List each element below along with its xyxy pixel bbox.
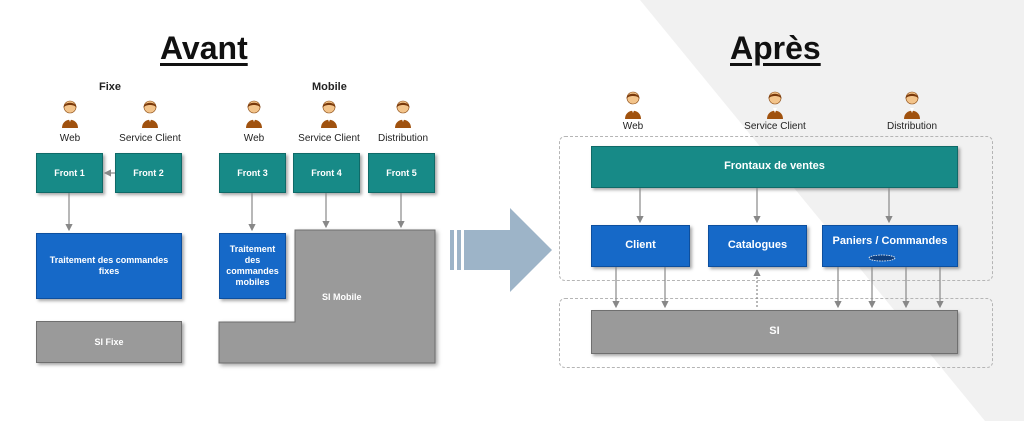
user-web-mobile-icon bbox=[244, 100, 264, 128]
si-container bbox=[559, 298, 993, 368]
fixe-label: Fixe bbox=[99, 81, 122, 93]
client-box: Client bbox=[591, 225, 690, 267]
front-1-box: Front 1 bbox=[36, 153, 103, 193]
si-mobile-label: SI Mobile bbox=[322, 292, 362, 302]
user-service-client-mobile-icon bbox=[319, 100, 339, 128]
user-label: Service Client bbox=[744, 121, 806, 132]
user-service-client-apres-icon bbox=[765, 91, 785, 119]
user-distribution-mobile-icon bbox=[393, 100, 413, 128]
apres-title: Après bbox=[730, 30, 821, 66]
user-distribution-apres-icon bbox=[902, 91, 922, 119]
front-5-box: Front 5 bbox=[368, 153, 435, 193]
user-web-fixe-icon bbox=[60, 100, 80, 128]
user-web-apres-icon bbox=[623, 91, 643, 119]
front-3-box: Front 3 bbox=[219, 153, 286, 193]
front-2-box: Front 2 bbox=[115, 153, 182, 193]
catalogues-box: Catalogues bbox=[708, 225, 807, 267]
user-label: Service Client bbox=[298, 133, 360, 144]
traitement-mobiles-box: Traitement des commandes mobiles bbox=[219, 233, 286, 299]
user-label: Distribution bbox=[377, 133, 429, 144]
user-label: Service Client bbox=[119, 133, 181, 144]
user-label: Web bbox=[59, 133, 81, 144]
front-4-box: Front 4 bbox=[293, 153, 360, 193]
frontaux-de-ventes-box: Frontaux de ventes bbox=[591, 146, 958, 188]
avant-title: Avant bbox=[160, 30, 248, 66]
paniers-commandes-box: Paniers / Commandes bbox=[822, 225, 958, 267]
si-box: SI bbox=[591, 310, 958, 354]
user-label: Web bbox=[243, 133, 265, 144]
traitement-fixes-box: Traitement des commandes fixes bbox=[36, 233, 182, 299]
si-fixe-box: SI Fixe bbox=[36, 321, 182, 363]
mobile-label: Mobile bbox=[312, 81, 347, 93]
frontaux-services-container bbox=[559, 136, 993, 281]
user-service-client-fixe-icon bbox=[140, 100, 160, 128]
user-label: Distribution bbox=[886, 121, 938, 132]
user-label: Web bbox=[622, 121, 644, 132]
